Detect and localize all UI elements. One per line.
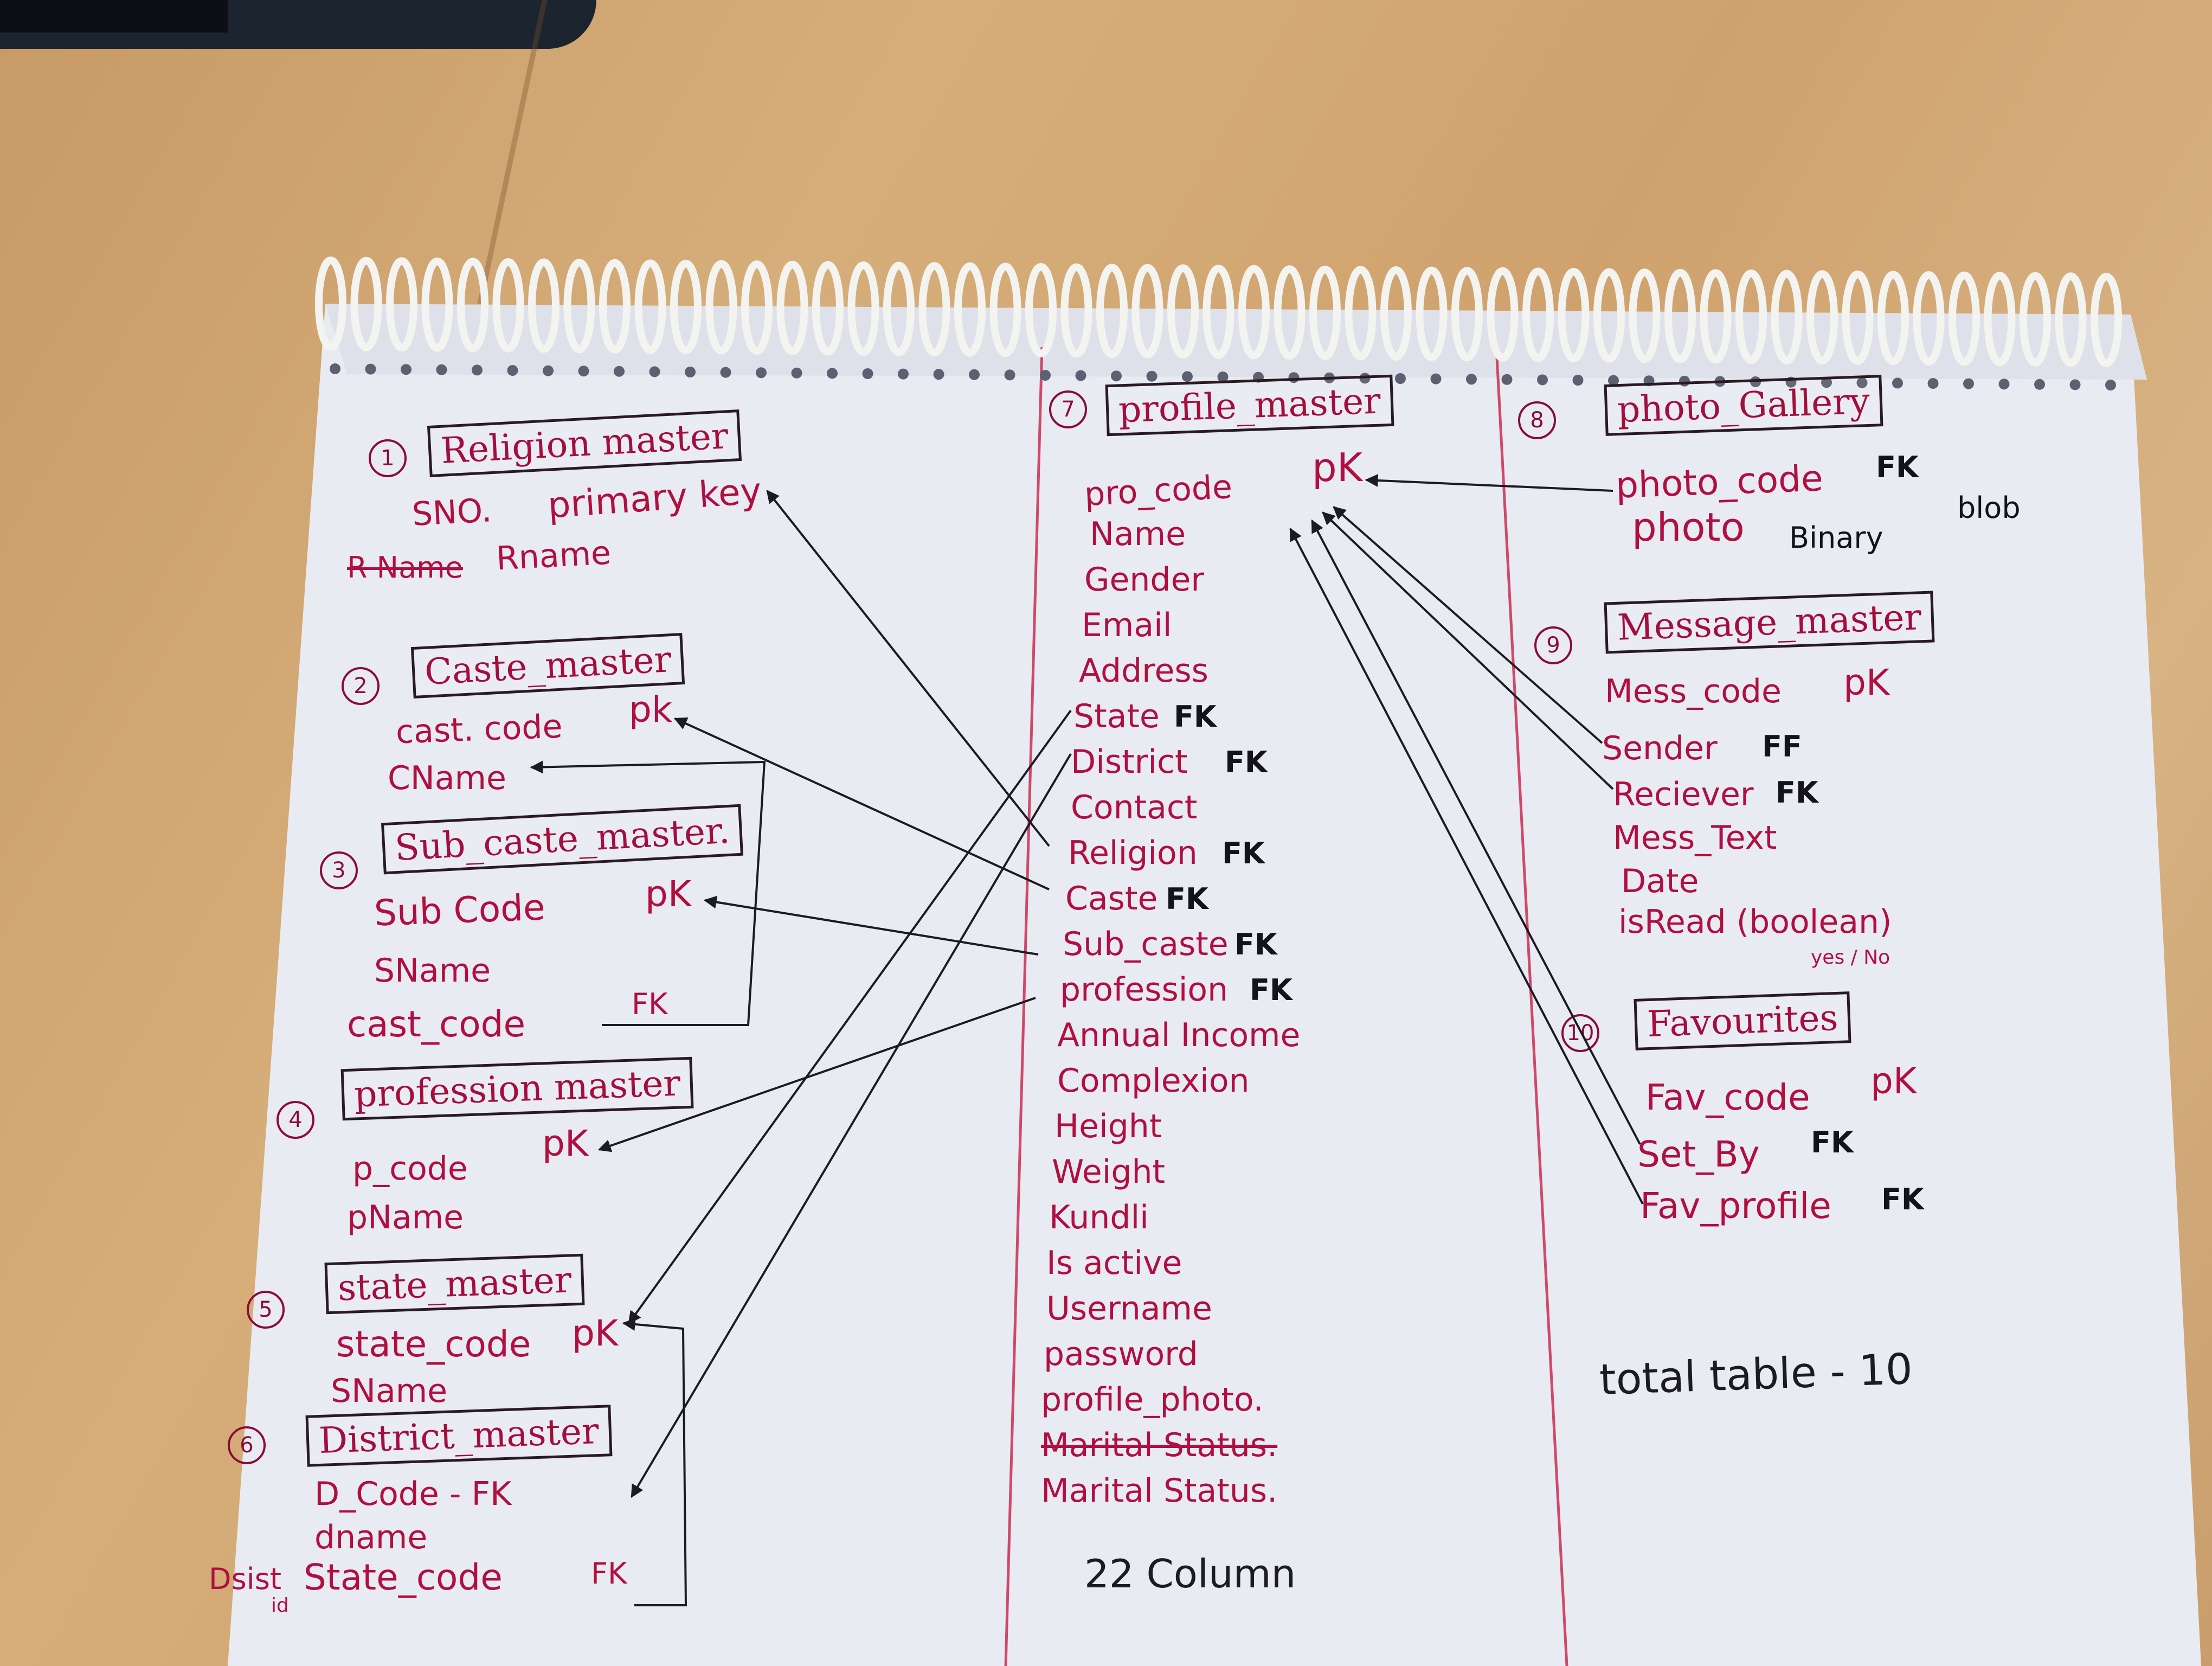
state-code-field: state_code bbox=[336, 1323, 531, 1365]
isread-yes-no-note: yes / No bbox=[1811, 946, 1891, 969]
message-key-label: pK bbox=[1843, 662, 1890, 703]
photo-code-fk-to-pro-code bbox=[1365, 473, 1613, 492]
subcaste-castcode-to-caste-cname bbox=[530, 760, 766, 1026]
district-dcode-field: D_Code - FK bbox=[314, 1475, 512, 1513]
fav-profile-field: Fav_profile bbox=[1640, 1185, 1831, 1227]
state-pk-label: pK bbox=[572, 1312, 619, 1354]
profile-field: Caste bbox=[1065, 880, 1158, 918]
message-field: isRead (boolean) bbox=[1618, 903, 1892, 941]
table-number-2: 2 bbox=[342, 667, 380, 705]
fav-set-by-fk-label: FK bbox=[1811, 1125, 1854, 1159]
photo-code-fk-label: FK bbox=[1876, 450, 1919, 484]
profile-field: Kundli bbox=[1049, 1199, 1149, 1236]
profession-pk-label: pK bbox=[542, 1123, 589, 1164]
photo-binary-type: Binary bbox=[1789, 521, 1883, 555]
setby-fk-to-pro-code bbox=[1311, 519, 1641, 1145]
profile-field: profession bbox=[1060, 971, 1229, 1009]
table-number-1: 1 bbox=[369, 439, 407, 477]
district-statecode-to-state-pk bbox=[622, 1318, 687, 1606]
fav-code-field: Fav_code bbox=[1645, 1077, 1810, 1118]
photo-field: photo bbox=[1632, 504, 1745, 550]
sub-caste-fk-to-subcaste-pk bbox=[703, 895, 1039, 956]
caste-cname-field: CName bbox=[388, 759, 506, 797]
table-number-3: 3 bbox=[320, 851, 358, 889]
table-number-5: 5 bbox=[247, 1291, 285, 1329]
sender-fk-to-pro-code bbox=[1333, 506, 1603, 744]
state-sname-field: SName bbox=[331, 1372, 448, 1410]
photo-blob-note: blob bbox=[1957, 491, 2021, 525]
table-number-4: 4 bbox=[276, 1101, 314, 1139]
dark-bag-shadow bbox=[0, 0, 228, 33]
profile-field: Marital Status. bbox=[1041, 1472, 1278, 1510]
table-number-7: 7 bbox=[1049, 390, 1087, 428]
table-number-8: 8 bbox=[1518, 401, 1556, 439]
caste-fk-to-caste-pk bbox=[673, 717, 1050, 890]
district-state-code-field: State_code bbox=[304, 1556, 503, 1598]
district-fk-to-district-code bbox=[631, 753, 1072, 1498]
profile-fk-label: FK bbox=[1166, 882, 1208, 916]
caste-pk-label: pk bbox=[629, 689, 673, 731]
profile-field: Weight bbox=[1052, 1153, 1166, 1191]
religion-struck-name: R Name bbox=[347, 550, 463, 585]
profile-field: password bbox=[1044, 1335, 1198, 1373]
profession-fk-to-profession-pk bbox=[597, 997, 1036, 1152]
profile-field: Username bbox=[1046, 1290, 1212, 1328]
fav-set-by-field: Set_By bbox=[1637, 1133, 1760, 1175]
receiver-fk-to-pro-code bbox=[1322, 511, 1614, 790]
profile-field: profile_photo. bbox=[1041, 1381, 1264, 1419]
message-key-label: FK bbox=[1776, 776, 1818, 810]
profile-column-count: 22 Column bbox=[1084, 1551, 1296, 1597]
message-field: Reciever bbox=[1613, 776, 1754, 813]
sub-caste-fk-label: FK bbox=[632, 987, 668, 1021]
profile-field: Gender bbox=[1084, 561, 1205, 599]
profile-field: Is active bbox=[1046, 1244, 1182, 1282]
favprofile-fk-to-pro-code bbox=[1289, 527, 1644, 1204]
message-field: Sender bbox=[1602, 729, 1718, 767]
profession-pname-field: pName bbox=[347, 1199, 464, 1236]
table-number-6: 6 bbox=[228, 1426, 266, 1464]
message-field: Mess_code bbox=[1605, 672, 1782, 710]
sub-caste-cast-code-field: cast_code bbox=[347, 1003, 526, 1045]
profession-pcode-field: p_code bbox=[352, 1150, 468, 1188]
sub-caste-pk-label: pK bbox=[645, 873, 692, 915]
profile-field: State bbox=[1073, 697, 1160, 735]
profile-fk-label: FK bbox=[1222, 836, 1265, 870]
fav-code-pk-label: pK bbox=[1870, 1060, 1917, 1102]
table-number-9: 9 bbox=[1534, 626, 1572, 664]
state-fk-to-state-pk bbox=[628, 709, 1072, 1324]
profile-field: Height bbox=[1054, 1107, 1162, 1145]
district-fk-label: FK bbox=[591, 1556, 627, 1591]
message-field: Mess_Text bbox=[1613, 819, 1777, 857]
profile-fk-label: FK bbox=[1174, 700, 1217, 734]
profile-field: Annual Income bbox=[1057, 1016, 1301, 1054]
profile-field: Religion bbox=[1068, 834, 1198, 872]
religion-fk-to-religion-pk bbox=[766, 490, 1050, 847]
profile-field: Name bbox=[1090, 515, 1186, 553]
profile-field: District bbox=[1071, 743, 1188, 781]
profile-field: Complexion bbox=[1057, 1062, 1250, 1100]
profile-field: Email bbox=[1082, 606, 1172, 644]
profile-pk-label: pK bbox=[1312, 445, 1362, 490]
fav-profile-fk-label: FK bbox=[1881, 1182, 1924, 1216]
message-field: Date bbox=[1621, 862, 1699, 900]
profile-fk-label: FK bbox=[1250, 973, 1293, 1007]
profile-field: Sub_caste bbox=[1063, 925, 1229, 963]
message-key-label: FF bbox=[1762, 729, 1802, 764]
profile-field: Address bbox=[1079, 652, 1208, 690]
district-dsist-note: Dsist bbox=[209, 1562, 282, 1596]
district-dname-field: dname bbox=[314, 1518, 428, 1556]
profile-field: Marital Status. bbox=[1041, 1426, 1278, 1464]
profile-fk-label: FK bbox=[1234, 927, 1277, 962]
profile-fk-label: FK bbox=[1225, 745, 1268, 779]
district-id-note: id bbox=[271, 1594, 289, 1617]
profile-field: Contact bbox=[1071, 789, 1198, 826]
sub-caste-sname-field: SName bbox=[374, 952, 491, 990]
